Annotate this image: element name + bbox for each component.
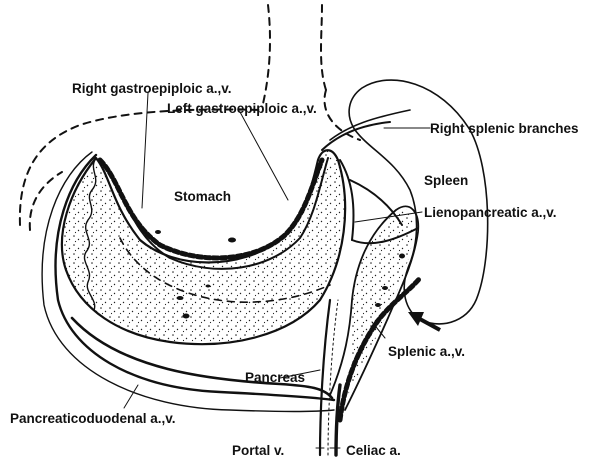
label-portal-vein: Portal v.	[232, 443, 284, 458]
label-right-gastroepiploic: Right gastroepiploic a.,v.	[72, 81, 232, 96]
label-right-splenic-branches: Right splenic branches	[430, 121, 579, 136]
stomach-body	[62, 150, 345, 344]
stomach-dashed-outline	[20, 110, 262, 225]
label-pancreaticoduodenal: Pancreaticoduodenal a.,v.	[10, 411, 176, 426]
label-stomach: Stomach	[174, 189, 231, 204]
omentum-dashed-outline	[30, 172, 62, 230]
label-splenic: Splenic a.,v.	[388, 344, 465, 359]
splenic-arrow-icon	[408, 312, 440, 330]
right-splenic-branch-vessel-2	[322, 122, 390, 150]
esophagus-outline	[262, 5, 326, 108]
label-spleen: Spleen	[424, 173, 468, 188]
label-pancreas: Pancreas	[245, 370, 305, 385]
portal-vein-trunk	[320, 300, 330, 455]
label-left-gastroepiploic: Left gastroepiploic a.,v.	[167, 101, 317, 116]
label-celiac-artery: Celiac a.	[346, 443, 401, 458]
pancreas-stipple	[348, 209, 414, 398]
label-lienopancreatic: Lienopancreatic a.,v.	[424, 205, 557, 220]
